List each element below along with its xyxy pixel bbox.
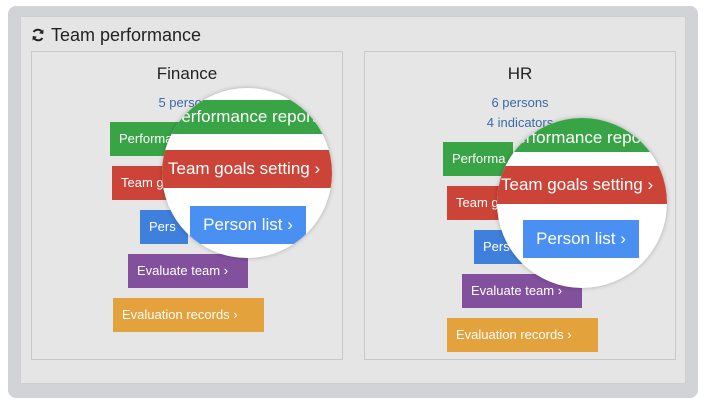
team-card-hr: HR 6 persons 4 indicators Performa Team … [364,51,676,360]
panel-title: Team performance [51,24,202,45]
refresh-icon[interactable] [31,28,45,42]
evaluate-team-button[interactable]: Evaluate team › [128,254,248,288]
person-list-button[interactable]: Person list › [523,220,639,258]
team-persons-link[interactable]: 6 persons [491,95,549,110]
panel-header: Team performance [31,23,201,47]
performance-report-button[interactable]: Performance report [162,100,332,134]
magnifier-lens: Performance report Team goals setting › … [162,88,332,258]
evaluation-records-button[interactable]: Evaluation records › [447,318,598,352]
evaluation-records-button[interactable]: Evaluation records › [113,298,264,332]
team-performance-panel: Team performance Finance 5 persons Perfo… [20,16,686,384]
team-goals-setting-button[interactable]: Team goals setting › [497,166,667,204]
team-goals-setting-button[interactable]: Team goals setting › [162,150,332,188]
magnifier-lens: Performance report Team goals setting › … [497,118,667,288]
team-card-finance: Finance 5 persons Performa Team g Pers E… [31,51,343,360]
performance-report-button[interactable]: Performance report [497,118,667,152]
team-name: Finance [156,64,218,83]
team-name: HR [507,64,533,83]
person-list-button[interactable]: Person list › [190,206,306,244]
